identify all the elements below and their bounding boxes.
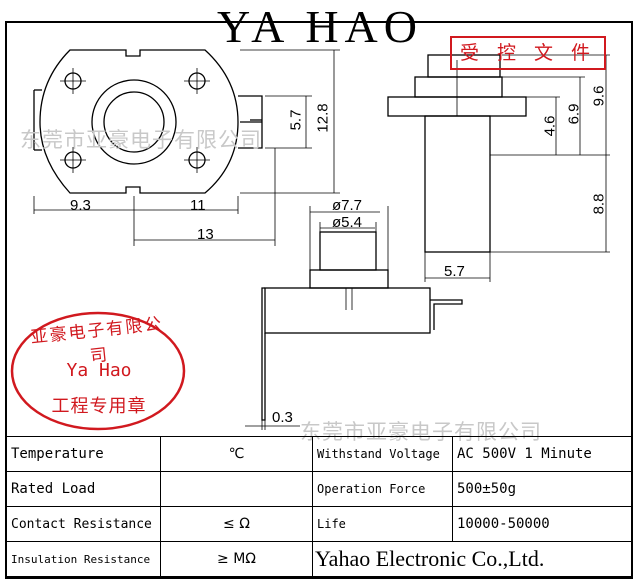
- spec-value: ≥ MΩ: [160, 541, 313, 577]
- table-row: Rated Load Operation Force 500±50g: [6, 471, 633, 507]
- seal-line-2: 工程专用章: [51, 396, 147, 417]
- dim-side-total: 9.6: [590, 85, 608, 107]
- spec-label: Contact Resistance: [6, 506, 161, 542]
- dim-diameter-outer: ø7.7: [332, 197, 363, 214]
- table-row: Insulation Resistance ≥ MΩ Yahao Electro…: [6, 541, 633, 577]
- page-title: YA HAO: [217, 1, 423, 52]
- dim-side-lower: 8.8: [590, 193, 608, 215]
- dim-pin-thickness: 0.3: [272, 409, 293, 426]
- spec-label: Temperature: [6, 436, 161, 472]
- spec-value: ℃: [160, 436, 313, 472]
- seal-outline: [10, 311, 186, 431]
- sheet-frame: [5, 21, 633, 579]
- watermark-company: 东莞市亚豪电子有限公司: [20, 128, 262, 152]
- side-view: [387, 54, 610, 282]
- top-view: [33, 49, 340, 246]
- spec-label: Rated Load: [6, 471, 161, 507]
- elevation-view: [245, 206, 463, 430]
- company-name: Yahao Electronic Co.,Ltd.: [312, 541, 633, 577]
- dim-height-outer: 12.8: [314, 103, 332, 133]
- dim-diameter-inner: ø5.4: [332, 214, 363, 231]
- table-row: Contact Resistance ≤ Ω Life 10000-50000: [6, 506, 633, 542]
- spec-value: ≤ Ω: [160, 506, 313, 542]
- dim-side-width: 5.7: [444, 263, 465, 280]
- dim-width-total: 13: [197, 226, 214, 243]
- spec-param: Withstand Voltage: [312, 436, 453, 472]
- dim-height-inner: 5.7: [287, 109, 305, 131]
- controlled-document-stamp: 受 控 文 件: [450, 36, 606, 70]
- spec-param: Operation Force: [312, 471, 453, 507]
- dim-side-upper: 4.6: [541, 115, 559, 137]
- spec-param-value: AC 500V 1 Minute: [452, 436, 633, 472]
- spec-label: Insulation Resistance: [6, 541, 161, 577]
- dim-width-left: 9.3: [70, 197, 91, 214]
- seal-line-1: Ya Hao: [66, 360, 132, 381]
- spec-value: [160, 471, 313, 507]
- spec-param-value: 500±50g: [452, 471, 633, 507]
- spec-param: Life: [312, 506, 453, 542]
- spec-table: Temperature ℃ Withstand Voltage AC 500V …: [6, 436, 633, 577]
- table-row: Temperature ℃ Withstand Voltage AC 500V …: [6, 436, 633, 472]
- spec-param-value: 10000-50000: [452, 506, 633, 542]
- dim-side-mid: 6.9: [565, 103, 583, 125]
- dim-width-mid: 11: [190, 197, 206, 214]
